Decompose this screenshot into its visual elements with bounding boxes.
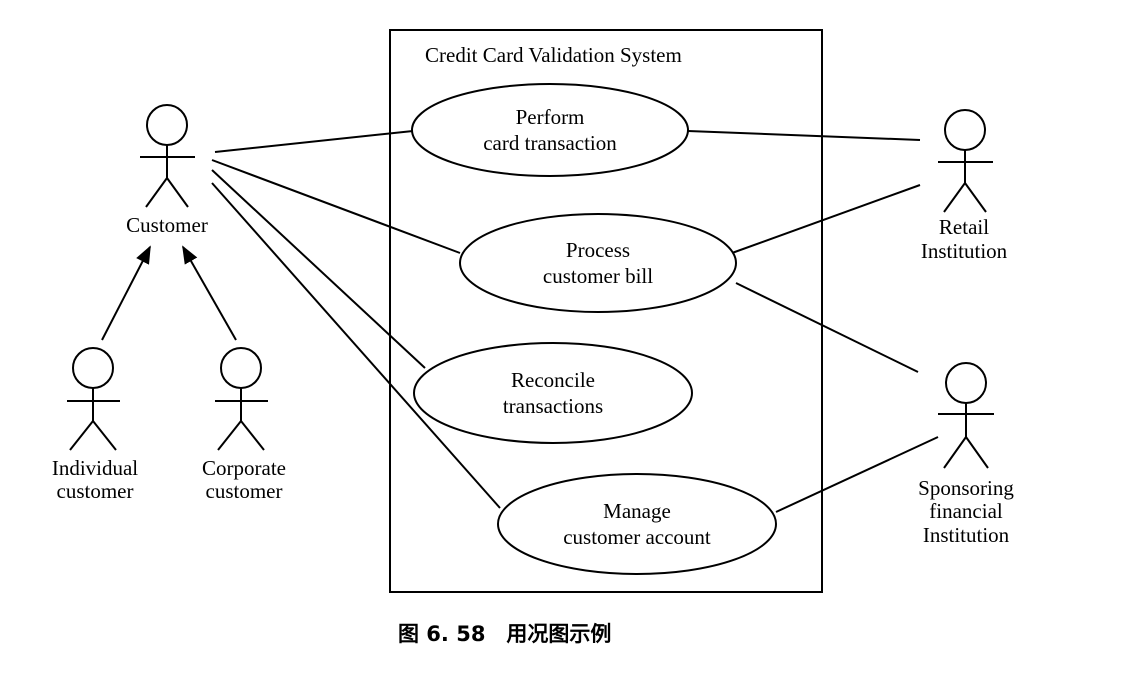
use-case-label-line2: customer bill xyxy=(543,264,653,288)
actor-label-line2: financial xyxy=(929,499,1003,523)
actor-individual-customer: Individual customer xyxy=(52,347,138,503)
stick-figure-icon xyxy=(140,104,195,208)
actor-label-line1: Retail xyxy=(939,215,989,239)
assoc-customer-reconcile xyxy=(211,169,426,369)
actor-label-line1: Sponsoring xyxy=(918,476,1014,500)
actor-label-line2: customer xyxy=(206,479,283,503)
use-case-process-customer-bill: Process customer bill xyxy=(459,213,737,313)
actor-customer: Customer xyxy=(126,104,208,237)
stick-figure-icon xyxy=(215,347,268,451)
actor-label-line1: Corporate xyxy=(202,456,286,480)
system-boundary xyxy=(389,29,823,593)
use-case-label-line2: customer account xyxy=(563,525,711,549)
system-title: Credit Card Validation System xyxy=(425,43,682,67)
assoc-sponsoring-manage xyxy=(775,436,939,513)
stick-figure-icon xyxy=(938,109,993,213)
actor-label-line2: customer xyxy=(57,479,134,503)
generalization-corporate xyxy=(182,245,237,341)
actor-retail-institution: Retail Institution xyxy=(921,109,1008,263)
use-case-label-line1: Process xyxy=(566,238,630,262)
actor-corporate-customer: Corporate customer xyxy=(202,347,286,503)
use-case-reconcile-transactions: Reconcile transactions xyxy=(413,342,693,444)
assoc-retail-perform xyxy=(687,130,921,141)
stick-figure-icon xyxy=(938,362,994,469)
assoc-customer-process xyxy=(211,159,461,254)
assoc-retail-process xyxy=(731,184,921,254)
stick-figure-icon xyxy=(67,347,120,451)
associations xyxy=(211,130,939,513)
use-case-label-line2: transactions xyxy=(503,394,603,418)
actor-label-line2: Institution xyxy=(921,239,1008,263)
actor-label: Customer xyxy=(126,213,208,237)
generalization-individual xyxy=(101,245,151,341)
use-case-label-line1: Manage xyxy=(603,499,671,523)
use-case-perform-card-transaction: Perform card transaction xyxy=(411,83,689,177)
assoc-customer-manage xyxy=(211,182,501,509)
use-case-label-line1: Reconcile xyxy=(511,368,595,392)
figure-caption: 图 6. 58 用况图示例 xyxy=(398,622,611,646)
actor-sponsoring-financial-institution: Sponsoring financial Institution xyxy=(918,362,1014,547)
assoc-sponsoring-process xyxy=(735,282,919,373)
use-case-label-line2: card transaction xyxy=(483,131,617,155)
assoc-customer-perform xyxy=(214,130,414,153)
actor-label-line3: Institution xyxy=(923,523,1010,547)
actor-label-line1: Individual xyxy=(52,456,138,480)
use-case-label-line1: Perform xyxy=(516,105,585,129)
use-case-manage-customer-account: Manage customer account xyxy=(497,473,777,575)
